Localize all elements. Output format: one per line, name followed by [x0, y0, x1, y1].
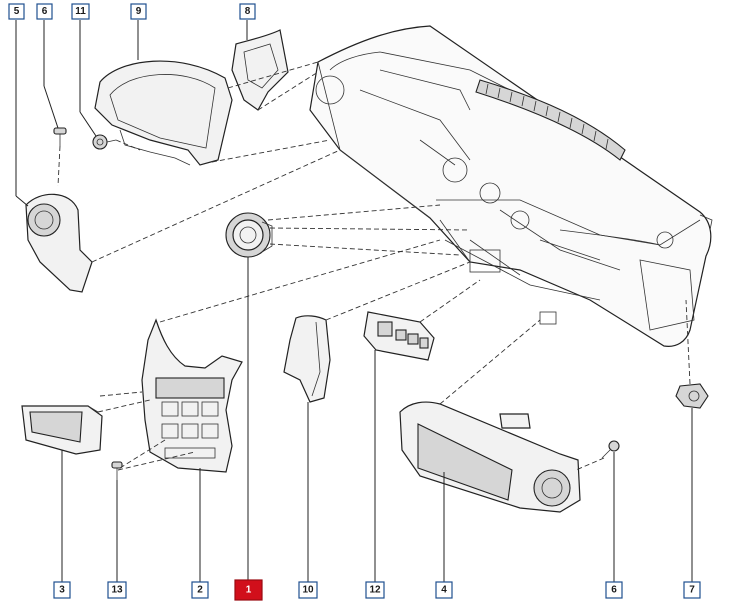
- radio-trim-bezel: [399, 401, 581, 513]
- switch-panel: [363, 311, 435, 361]
- clip-part: [92, 134, 117, 150]
- callout-label: 13: [111, 585, 123, 596]
- leader-lines: [15, 20, 693, 582]
- dashboard-assembly: [309, 25, 713, 347]
- upper-trim-panel: [231, 29, 289, 111]
- callout-label: 3: [59, 585, 65, 596]
- callout-12[interactable]: 12: [365, 581, 385, 599]
- callout-label: 6: [611, 585, 617, 596]
- label-tag: [499, 413, 531, 429]
- storage-tray: [21, 405, 103, 455]
- screw-part-right: [601, 440, 620, 459]
- callout-11[interactable]: 11: [71, 3, 90, 20]
- side-trim-piece: [283, 315, 331, 403]
- callout-label: 11: [75, 6, 86, 17]
- round-air-vent: [225, 212, 273, 258]
- callout-label: 8: [245, 6, 251, 17]
- callout-8[interactable]: 8: [239, 3, 256, 20]
- callout-9[interactable]: 9: [130, 3, 147, 20]
- screw-part: [53, 127, 67, 146]
- callout-10[interactable]: 10: [298, 581, 318, 599]
- callout-7[interactable]: 7: [683, 581, 701, 599]
- ignition-lock: [675, 383, 709, 409]
- callout-6-right[interactable]: 6: [605, 581, 623, 599]
- callout-3[interactable]: 3: [53, 581, 71, 599]
- callout-label: 1: [246, 585, 252, 596]
- callout-1-selected[interactable]: 1: [234, 579, 263, 601]
- callout-label: 4: [441, 585, 447, 596]
- callout-label: 6: [42, 6, 48, 17]
- callout-4[interactable]: 4: [435, 581, 453, 599]
- callout-label: 2: [197, 585, 203, 596]
- callout-label: 10: [302, 585, 314, 596]
- screw-part-small: [111, 461, 123, 480]
- callout-label: 5: [14, 6, 20, 17]
- defroster-grille: [475, 79, 626, 161]
- callout-2[interactable]: 2: [191, 581, 209, 599]
- left-vent-trim: [25, 193, 93, 293]
- callout-6[interactable]: 6: [36, 3, 53, 20]
- callout-label: 12: [369, 585, 381, 596]
- instrument-cluster-hood: [94, 60, 233, 166]
- callout-label: 7: [689, 585, 695, 596]
- center-console-bezel: [141, 318, 243, 473]
- callout-label: 9: [136, 6, 142, 17]
- callout-13[interactable]: 13: [107, 581, 127, 599]
- assembly-lines: [57, 61, 691, 471]
- callout-5[interactable]: 5: [8, 3, 25, 20]
